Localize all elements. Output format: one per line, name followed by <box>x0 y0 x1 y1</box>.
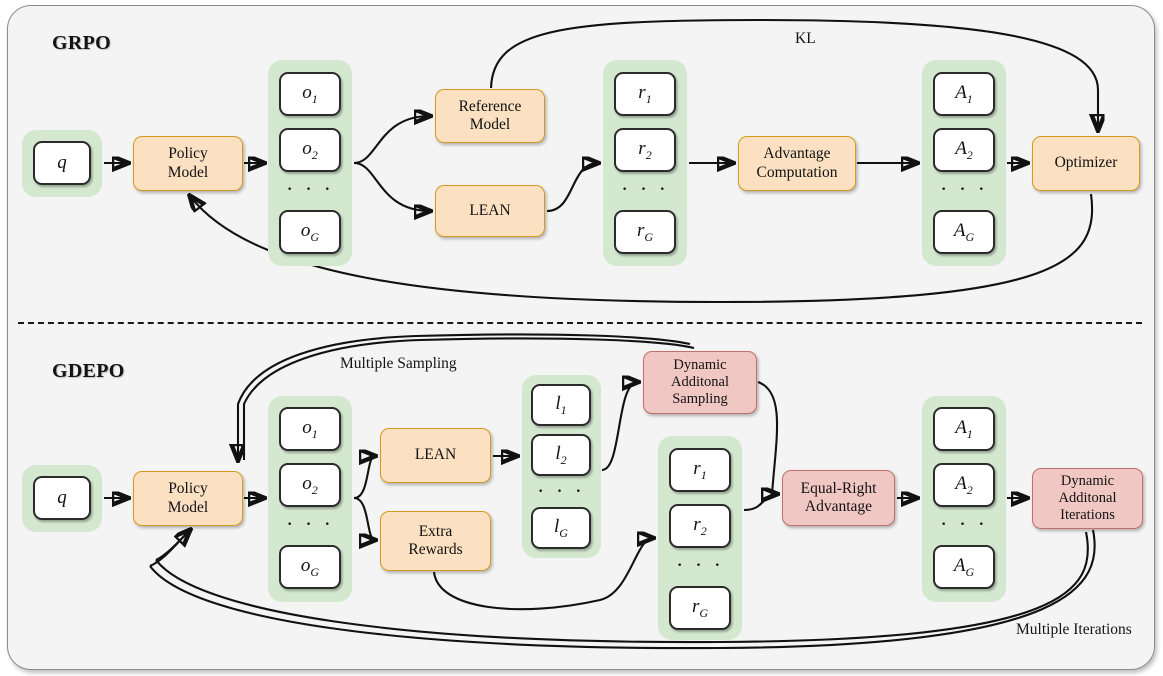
gdepo-output-cell-G: oG <box>279 545 341 589</box>
grpo-advantage-cell-G: AG <box>933 210 995 254</box>
gdepo-lean-output-cell-G: lG <box>531 507 591 549</box>
grpo-policy-model-box[interactable]: Policy Model <box>133 136 243 191</box>
gdepo-policy-model-line2: Model <box>167 498 209 516</box>
grpo-policy-model-line1: Policy <box>168 145 208 163</box>
gdepo-equal-right-line1: Equal-Right <box>800 479 877 497</box>
arrow-rcolumn-to-equal-right <box>743 494 777 512</box>
arrow-feedback-to-policy-gdepo-b <box>155 527 193 561</box>
arrow-outputs-to-reference <box>353 116 430 165</box>
kl-label: KL <box>795 30 816 47</box>
arrow-multiple-sampling-loop-a <box>242 337 695 460</box>
gdepo-equal-right-line2: Advantage <box>804 498 873 515</box>
arrow-outputs-to-lean-gdepo <box>353 456 375 500</box>
gdepo-dynamic-sampling-line1: Dynamic <box>673 356 727 373</box>
grpo-advantage-computation-line2: Computation <box>756 163 838 181</box>
gdepo-policy-model-box[interactable]: Policy Model <box>133 471 243 526</box>
grpo-optimizer-box[interactable]: Optimizer <box>1032 136 1140 191</box>
arrow-multiple-sampling-loop-b <box>238 333 691 460</box>
gdepo-dynamic-sampling-line3: Sampling <box>672 391 728 408</box>
gdepo-extra-rewards-line1: Extra <box>418 522 453 540</box>
grpo-input-q-cell: q <box>33 141 91 185</box>
arrow-lcolumn-to-dynamic-sampling <box>601 382 638 472</box>
gdepo-section-title: GDEPO <box>52 360 125 382</box>
gdepo-lean-outputs-ellipsis: · · · <box>537 478 585 503</box>
grpo-output-cell-G: oG <box>279 210 341 254</box>
gdepo-lean-box[interactable]: LEAN <box>380 428 491 483</box>
gdepo-output-cell-2: o2 <box>279 463 341 507</box>
gdepo-outputs-ellipsis: · · · <box>286 511 334 536</box>
grpo-reference-model-box[interactable]: Reference Model <box>435 89 545 143</box>
arrow-lean-to-rewards <box>546 163 598 213</box>
arrow-multiple-iterations-loop-a <box>149 529 1096 650</box>
grpo-output-cell-2: o2 <box>279 128 341 172</box>
grpo-reward-cell-2: r2 <box>614 128 676 172</box>
gdepo-policy-model-line1: Policy <box>168 480 208 498</box>
multiple-iterations-label: Multiple Iterations <box>1016 621 1132 638</box>
arrow-multiple-iterations-loop-b <box>155 531 1089 644</box>
gdepo-rewards-ellipsis: · · · <box>676 552 724 577</box>
grpo-lean-box[interactable]: LEAN <box>435 185 545 237</box>
arrow-outputs-to-extra-rewards <box>353 496 375 540</box>
grpo-advantage-computation-line1: Advantage <box>763 145 831 163</box>
gdepo-extra-rewards-line2: Rewards <box>408 541 463 558</box>
gdepo-dynamic-sampling-line2: Additonal <box>671 373 729 390</box>
multiple-sampling-label: Multiple Sampling <box>340 355 457 372</box>
gdepo-dynamic-iterations-line1: Dynamic <box>1060 472 1115 489</box>
grpo-reference-model-line1: Reference <box>458 97 522 115</box>
gdepo-advantages-ellipsis: · · · <box>940 511 988 536</box>
gdepo-reward-cell-1: r1 <box>669 448 731 492</box>
gdepo-extra-rewards-box[interactable]: Extra Rewards <box>380 511 491 571</box>
gdepo-dynamic-iterations-line2: Additonal <box>1058 489 1117 506</box>
grpo-reward-cell-1: r1 <box>614 72 676 116</box>
gdepo-advantage-cell-2: A2 <box>933 463 995 507</box>
grpo-advantage-computation-box[interactable]: Advantage Computation <box>738 136 856 191</box>
arrow-dynamic-sampling-to-equal-right <box>757 381 777 494</box>
grpo-policy-model-line2: Model <box>167 163 209 181</box>
grpo-section-title: GRPO <box>52 32 111 54</box>
gdepo-input-q-cell: q <box>33 476 91 520</box>
section-divider <box>18 322 1142 324</box>
gdepo-dynamic-additional-sampling-box[interactable]: Dynamic Additonal Sampling <box>643 351 757 414</box>
grpo-reference-model-line2: Model <box>469 116 511 133</box>
grpo-rewards-ellipsis: · · · <box>621 176 669 201</box>
gdepo-equal-right-advantage-box[interactable]: Equal-Right Advantage <box>782 470 895 526</box>
gdepo-lean-output-cell-1: l1 <box>531 384 591 426</box>
grpo-advantages-ellipsis: · · · <box>940 176 988 201</box>
arrow-outputs-to-lean <box>353 161 430 211</box>
gdepo-reward-cell-G: rG <box>669 586 731 630</box>
grpo-advantage-cell-1: A1 <box>933 72 995 116</box>
gdepo-reward-cell-2: r2 <box>669 504 731 548</box>
gdepo-advantage-cell-G: AG <box>933 545 995 589</box>
arrow-kl-loop-reference-to-optimizer <box>489 18 1098 130</box>
grpo-outputs-ellipsis: · · · <box>286 176 334 201</box>
gdepo-advantage-cell-1: A1 <box>933 407 995 451</box>
gdepo-lean-output-cell-2: l2 <box>531 434 591 476</box>
arrow-extra-rewards-to-rcolumn <box>432 538 653 611</box>
grpo-output-cell-1: o1 <box>279 72 341 116</box>
gdepo-dynamic-iterations-line3: Iterations <box>1060 507 1115 524</box>
grpo-reward-cell-G: rG <box>614 210 676 254</box>
gdepo-dynamic-additional-iterations-box[interactable]: Dynamic Additonal Iterations <box>1032 468 1143 529</box>
grpo-advantage-cell-2: A2 <box>933 128 995 172</box>
gdepo-output-cell-1: o1 <box>279 407 341 451</box>
